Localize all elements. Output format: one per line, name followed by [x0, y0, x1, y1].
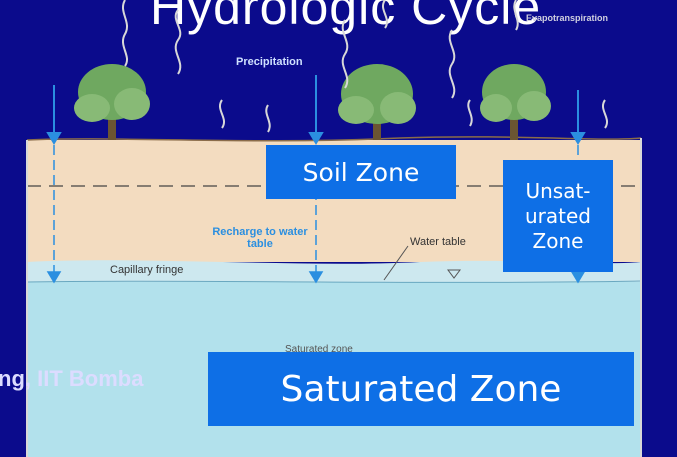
water-table-pointer: [383, 245, 409, 281]
recharge-label: Recharge to water table: [212, 226, 308, 251]
water-table-marker: [447, 269, 461, 279]
unsaturated-zone-label: Unsat- urated Zone: [503, 160, 613, 272]
saturated-zone-label: Saturated Zone: [208, 352, 634, 426]
evapotranspiration-label: Evapotranspiration: [526, 13, 609, 23]
tree-icon-1: [74, 64, 150, 140]
tree-icon-3: [480, 64, 551, 140]
saturated-zone-small-label: Saturated zone: [285, 344, 353, 355]
tree-icon-2: [338, 64, 416, 140]
capillary-fringe-label: Capillary fringe: [110, 264, 184, 276]
evapotranspiration-arrows: [122, 0, 608, 133]
water-table-label: Water table: [410, 236, 466, 248]
capillary-fringe-band: [27, 260, 641, 282]
precipitation-label: Precipitation: [236, 56, 303, 68]
soil-zone-label: Soil Zone: [266, 145, 456, 199]
precipitation-arrows: [46, 75, 586, 145]
page-title: Hydrologic Cycle: [150, 0, 542, 35]
water-table-line: [26, 280, 642, 283]
footer-text: ng, IIT Bomba: [0, 366, 144, 391]
